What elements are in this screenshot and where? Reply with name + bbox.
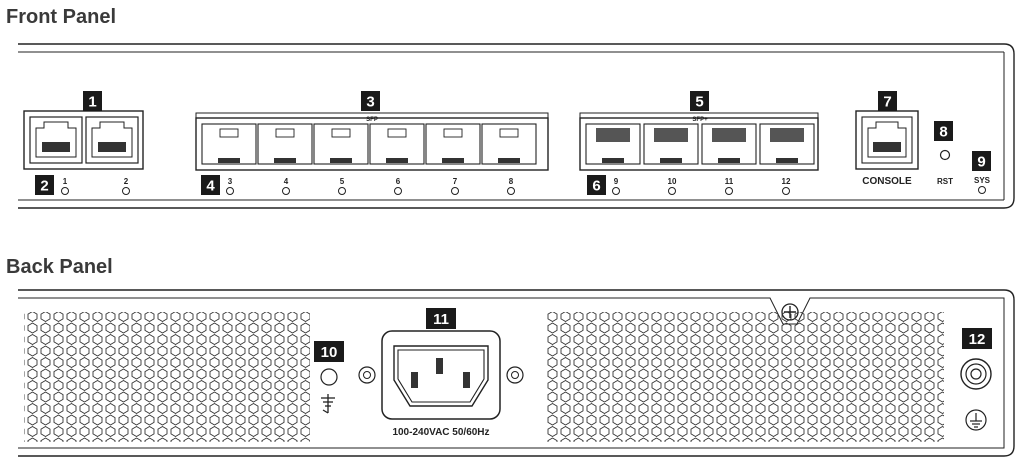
- power-inlet[interactable]: [381, 330, 501, 420]
- sfp-port-4[interactable]: [257, 123, 313, 165]
- port-label-10: 10: [668, 177, 677, 186]
- port-label-3: 3: [228, 177, 233, 186]
- callout-11: 11: [426, 308, 456, 329]
- port-led-2: [122, 187, 130, 195]
- port-label-1: 1: [63, 177, 68, 186]
- port-label-11: 11: [725, 177, 734, 186]
- callout-12: 12: [962, 328, 992, 349]
- ground-symbol-icon: [321, 394, 335, 414]
- callout-8: 8: [934, 121, 953, 141]
- rj45-port-group: [23, 110, 144, 170]
- port-led-10: [668, 187, 676, 195]
- svg-text:7: 7: [883, 94, 891, 111]
- svg-text:4: 4: [206, 178, 215, 195]
- sfpplus-port-12[interactable]: [759, 123, 815, 165]
- svg-text:6: 6: [592, 178, 600, 195]
- sfpplus-group-label: SFP+: [692, 117, 708, 123]
- port-led-8: [507, 187, 515, 195]
- svg-text:3: 3: [366, 94, 374, 111]
- port-led-7: [451, 187, 459, 195]
- sfp-port-8[interactable]: [481, 123, 537, 165]
- port-led-5: [338, 187, 346, 195]
- svg-text:10: 10: [321, 344, 338, 361]
- callout-7: 7: [878, 91, 897, 111]
- sfp-port-5[interactable]: [313, 123, 369, 165]
- port-leds: [61, 187, 790, 195]
- sfpplus-port-10[interactable]: [643, 123, 699, 165]
- svg-text:12: 12: [969, 331, 986, 348]
- protective-earth-icon: [965, 409, 987, 431]
- svg-text:5: 5: [695, 94, 703, 111]
- sfpplus-port-11[interactable]: [701, 123, 757, 165]
- sfp-port-group: SFP: [195, 112, 549, 171]
- inlet-screw-left-inner: [363, 371, 371, 379]
- sfp-port-3[interactable]: [201, 123, 257, 165]
- rst-label: RST: [937, 177, 953, 186]
- console-label: CONSOLE: [862, 176, 912, 187]
- svg-text:2: 2: [40, 178, 48, 195]
- front-port-labels: 1 2 3 4 5 6 7 8 9 10 11 12: [63, 177, 791, 186]
- port-led-4: [282, 187, 290, 195]
- inlet-screw-right: [506, 366, 524, 384]
- callout-5: 5: [690, 91, 709, 111]
- sfpplus-port-group: SFP+: [579, 112, 819, 171]
- callout-10: 10: [314, 341, 344, 362]
- callout-2: 2: [35, 175, 54, 195]
- ground-hole: [320, 368, 338, 386]
- vent-left: [24, 312, 310, 442]
- sys-led: [978, 186, 986, 194]
- port-label-7: 7: [453, 177, 458, 186]
- port-label-8: 8: [509, 177, 514, 186]
- rj45-port-2[interactable]: [85, 116, 139, 164]
- sfp-port-7[interactable]: [425, 123, 481, 165]
- sfpplus-port-9[interactable]: [585, 123, 641, 165]
- callout-1: 1: [83, 91, 102, 111]
- rj45-port-1[interactable]: [29, 116, 83, 164]
- port-label-12: 12: [782, 177, 791, 186]
- console-port[interactable]: [855, 110, 919, 170]
- grounding-terminal[interactable]: [960, 358, 992, 390]
- inlet-screw-left: [358, 366, 376, 384]
- callout-4: 4: [201, 175, 220, 195]
- port-led-12: [782, 187, 790, 195]
- port-label-2: 2: [124, 177, 129, 186]
- port-led-11: [725, 187, 733, 195]
- sfp-group-label: SFP: [366, 117, 378, 123]
- front-panel-chassis: [18, 43, 1015, 209]
- port-led-1: [61, 187, 69, 195]
- port-led-3: [226, 187, 234, 195]
- reset-button[interactable]: [939, 149, 951, 161]
- svg-text:9: 9: [977, 154, 985, 171]
- port-led-6: [394, 187, 402, 195]
- back-panel-title: Back Panel: [6, 256, 113, 278]
- power-rating-label: 100-240VAC 50/60Hz: [392, 427, 489, 438]
- port-led-9: [612, 187, 620, 195]
- front-panel-title: Front Panel: [6, 6, 117, 28]
- back-panel-chassis: [18, 289, 1015, 457]
- sys-label: SYS: [974, 176, 991, 185]
- callout-9: 9: [972, 151, 991, 171]
- inlet-screw-right-inner: [511, 371, 519, 379]
- sfp-port-6[interactable]: [369, 123, 425, 165]
- callout-6: 6: [587, 175, 606, 195]
- vent-right: [546, 312, 944, 442]
- svg-text:8: 8: [939, 124, 947, 141]
- port-label-5: 5: [340, 177, 345, 186]
- svg-text:11: 11: [433, 311, 449, 328]
- port-label-6: 6: [396, 177, 401, 186]
- svg-text:1: 1: [88, 94, 96, 111]
- port-label-4: 4: [284, 177, 289, 186]
- port-label-9: 9: [614, 177, 619, 186]
- callout-3: 3: [361, 91, 380, 111]
